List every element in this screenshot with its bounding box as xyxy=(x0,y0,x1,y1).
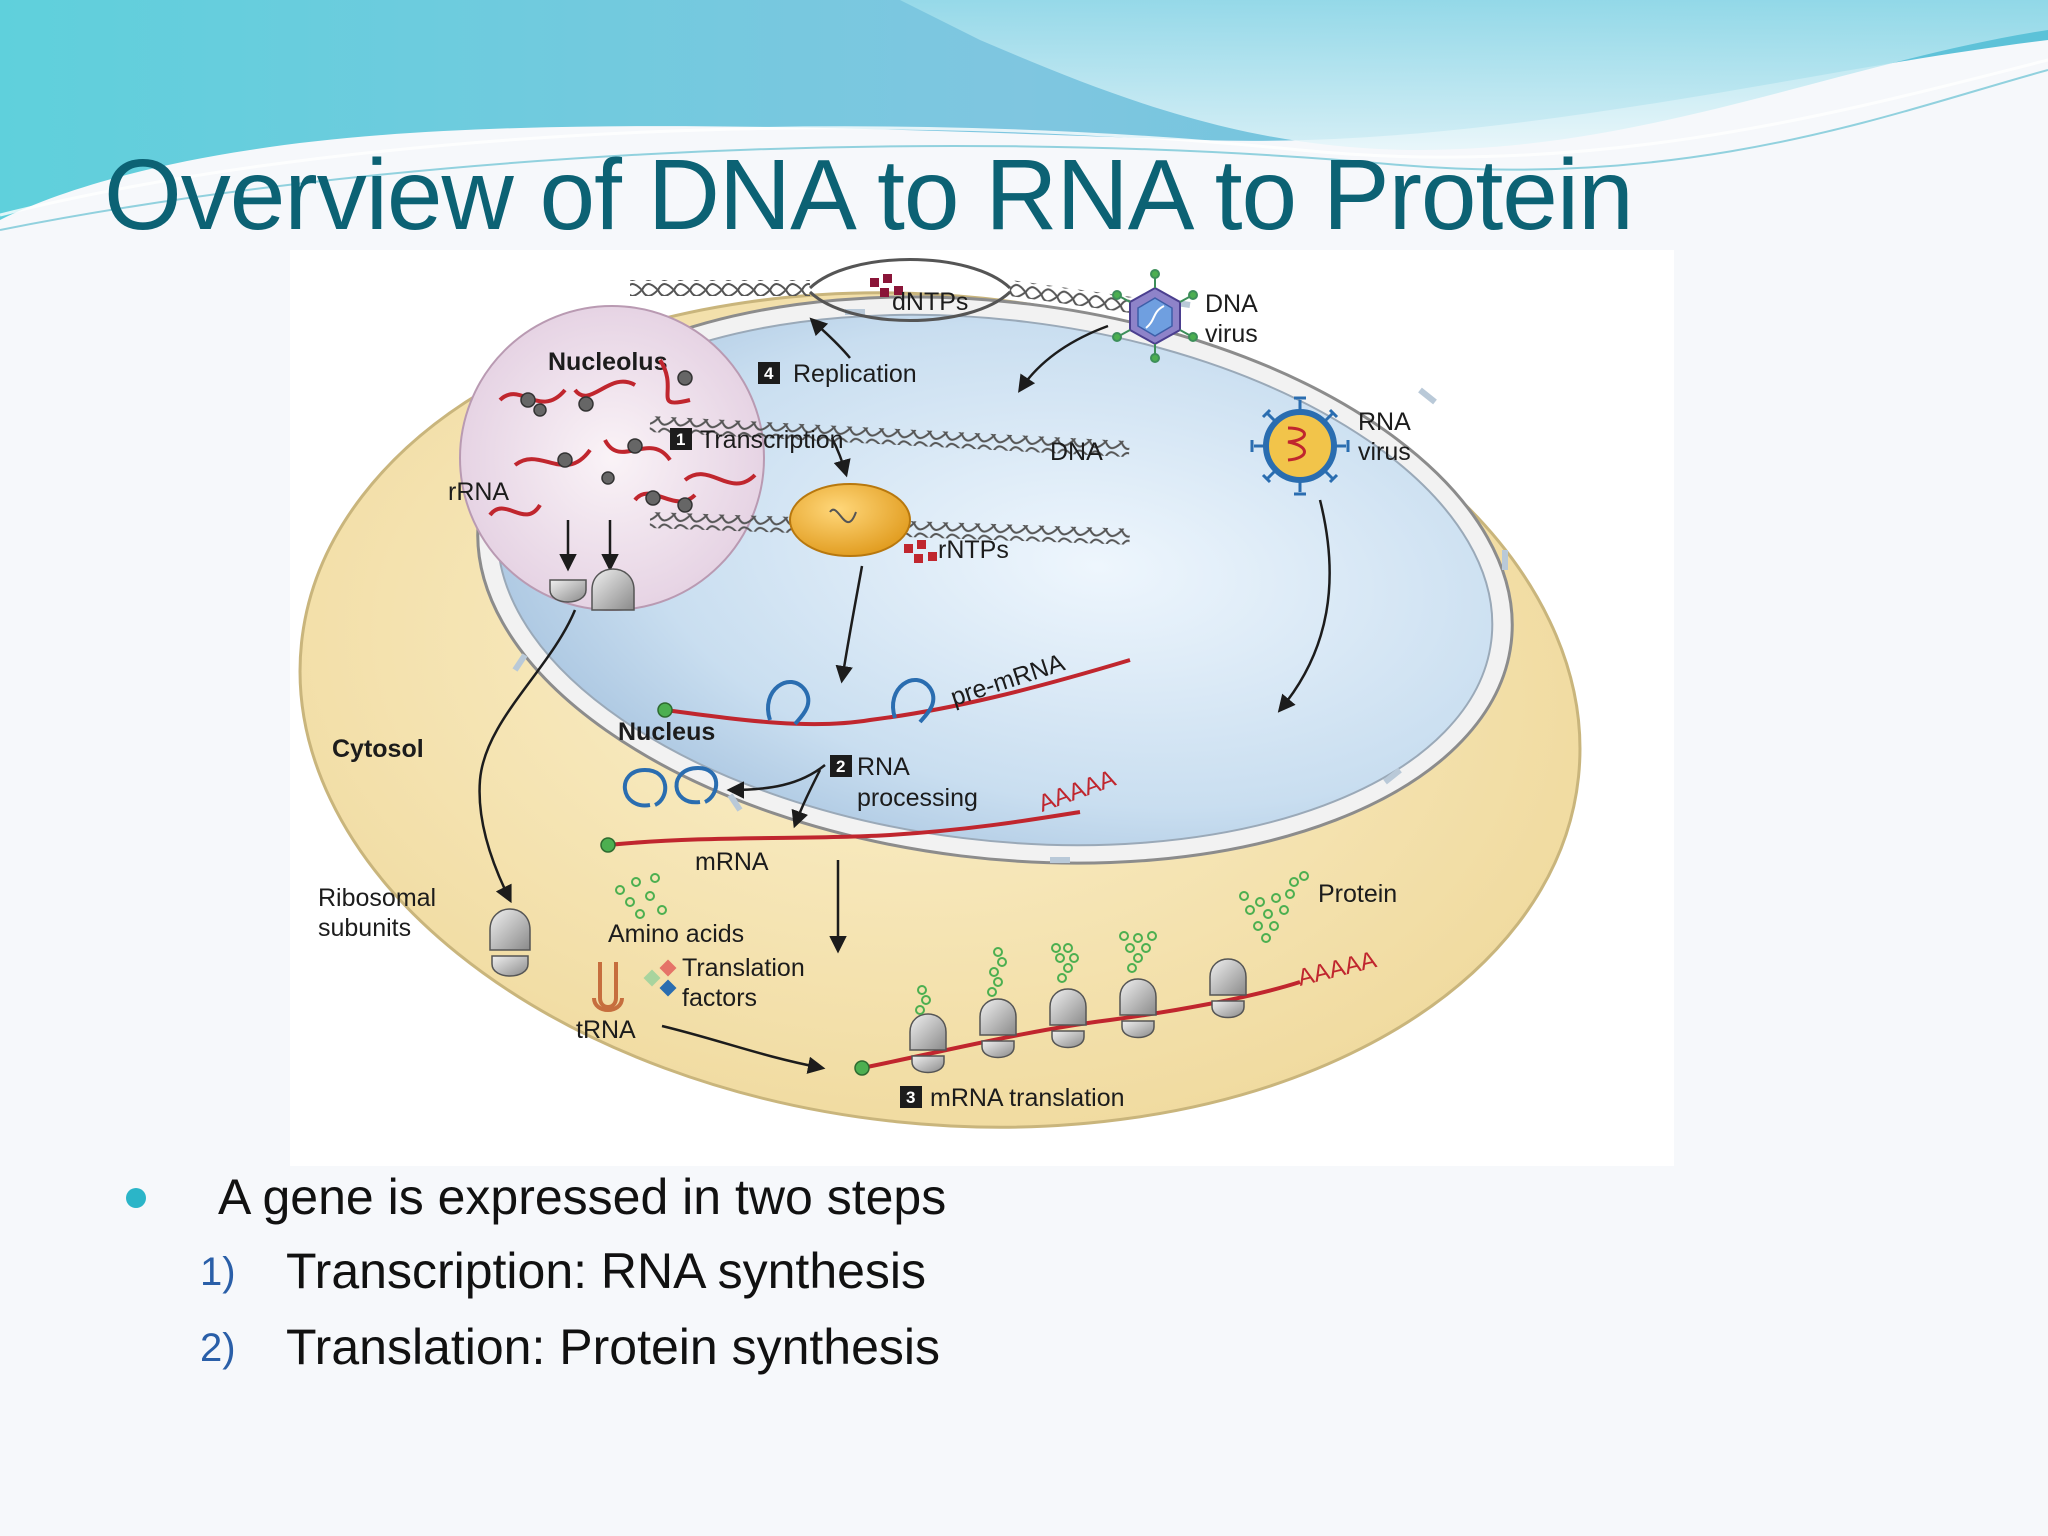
cell-diagram: Nucleolus rRNA Nucleus Cytosol xyxy=(290,250,1674,1166)
step1-badge xyxy=(670,428,692,450)
amino-acids-label: Amino acids xyxy=(608,920,744,948)
transcription-label: Transcription xyxy=(700,426,844,454)
numbered-item: 1) Transcription: RNA synthesis xyxy=(126,1242,1426,1318)
translation-factor-icons xyxy=(643,959,677,997)
rna-virus-icon xyxy=(1250,396,1350,496)
step3-number: 3 xyxy=(906,1088,915,1107)
step1-number: 1 xyxy=(676,430,685,449)
rna-virus-label-line2: virus xyxy=(1358,438,1411,466)
rntps-label: rNTPs xyxy=(938,536,1009,564)
numbered-text: Translation: Protein synthesis xyxy=(286,1319,941,1375)
replication-dna xyxy=(630,258,1140,322)
small-subunit xyxy=(549,579,587,603)
rrna-label: rRNA xyxy=(448,478,509,506)
replication-label: Replication xyxy=(793,360,917,388)
amino-acid-dots xyxy=(615,873,667,919)
bullet-marker xyxy=(126,1188,146,1208)
dntps-label: dNTPs xyxy=(892,288,968,316)
dna-virus-label-line1: DNA xyxy=(1205,290,1258,318)
numbered-marker: 1) xyxy=(200,1250,236,1294)
numbered-text: Transcription: RNA synthesis xyxy=(286,1243,927,1299)
rna-label: RNA xyxy=(857,753,910,781)
rrna-proteins xyxy=(520,370,693,513)
step4-number: 4 xyxy=(764,364,774,383)
step4-badge xyxy=(758,362,780,384)
dna-virus-icon xyxy=(1112,269,1198,363)
protein-icon xyxy=(1239,871,1309,943)
cyto-large-subunit xyxy=(489,908,531,951)
polysome-ribosomes xyxy=(909,958,1247,1074)
trna-label: tRNA xyxy=(576,1016,636,1044)
polysome-mrna xyxy=(861,980,1301,1070)
rna-virus-label-line1: RNA xyxy=(1358,408,1411,436)
processing-label: processing xyxy=(857,784,978,812)
dntps-icon xyxy=(870,274,903,297)
nucleus-label: Nucleus xyxy=(618,718,715,746)
translation-factors-label-line2: factors xyxy=(682,984,757,1012)
bullet-item: A gene is expressed in two steps xyxy=(126,1168,1426,1242)
cytosol-label: Cytosol xyxy=(332,735,424,763)
trna-icon xyxy=(592,962,624,1012)
nucleolus-label: Nucleolus xyxy=(548,348,667,376)
introns xyxy=(622,765,719,808)
ribosomal-label-line2: subunits xyxy=(318,914,411,942)
bullet-list: A gene is expressed in two steps 1) Tran… xyxy=(126,1168,1426,1394)
dna-label: DNA xyxy=(1050,438,1103,466)
slide-title: Overview of DNA to RNA to Protein xyxy=(104,139,1634,251)
rna-polymerase xyxy=(789,483,911,557)
mrna-translation-label: mRNA translation xyxy=(930,1084,1125,1112)
protein-label: Protein xyxy=(1318,880,1397,908)
cell-diagram-svg: Nucleolus rRNA Nucleus Cytosol xyxy=(298,258,1582,1129)
bullet-text: A gene is expressed in two steps xyxy=(218,1169,947,1225)
numbered-marker: 2) xyxy=(200,1326,236,1370)
rntps-icon xyxy=(904,540,937,563)
numbered-item: 2) Translation: Protein synthesis xyxy=(126,1318,1426,1394)
step2-badge xyxy=(830,755,852,777)
nascent-peptides xyxy=(915,931,1157,1015)
mrna-strand xyxy=(607,810,1081,847)
mrna-label: mRNA xyxy=(695,848,769,876)
step3-badge xyxy=(900,1086,922,1108)
top-wave-light xyxy=(900,0,2048,150)
large-subunit xyxy=(591,568,635,611)
step2-number: 2 xyxy=(836,757,845,776)
dna-virus-label-line2: virus xyxy=(1205,320,1258,348)
translation-factors-label-line1: Translation xyxy=(682,954,805,982)
ribosomal-label-line1: Ribosomal xyxy=(318,884,436,912)
pre-mrna-strand xyxy=(664,658,1131,727)
cyto-small-subunit xyxy=(491,955,529,977)
